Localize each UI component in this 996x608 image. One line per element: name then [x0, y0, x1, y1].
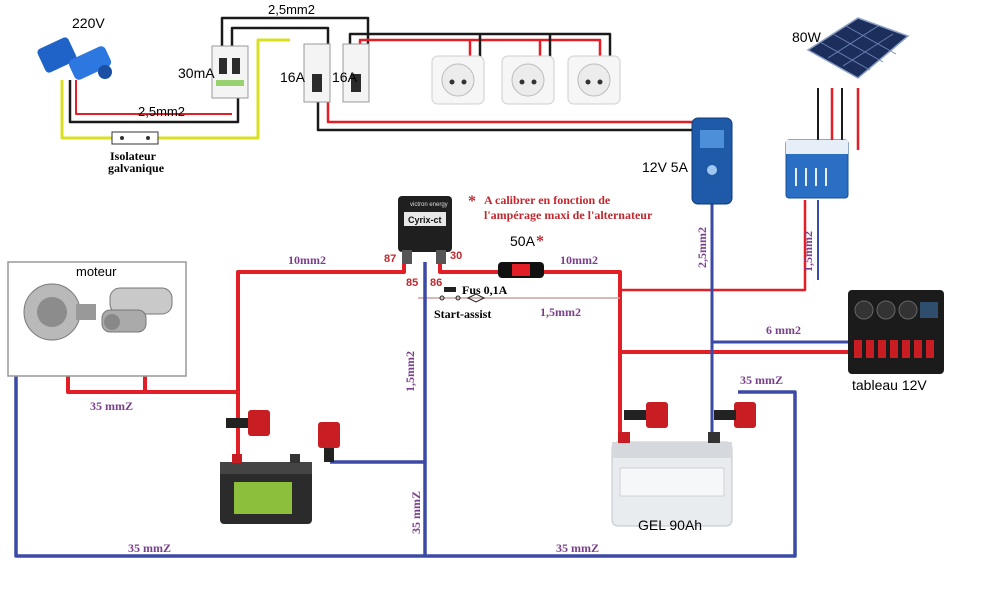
wire-label-35mmz-gel: 35 mmZ: [740, 373, 783, 387]
earth-wire: [60, 38, 290, 140]
wire-label-2-5mm2-charger: 2,5mm2: [695, 227, 709, 268]
wire-label-1-5mm2-horiz: 1,5mm2: [540, 305, 581, 319]
starter-battery: [220, 454, 312, 524]
breaker-2-label: 16A: [332, 69, 358, 85]
solar-controller: [785, 139, 849, 199]
coupler-brand: victron energy: [410, 202, 448, 208]
engine-label: moteur: [76, 264, 117, 279]
battery-switch-4: [714, 402, 756, 428]
wire-label-35mmz-bottom-left: 35 mmZ: [128, 541, 171, 555]
terminal-86: 86: [430, 277, 442, 289]
wire-label-1-5mm2-solar: 1,5mm2: [801, 231, 815, 272]
top-cable-label: 2,5mm2: [268, 2, 315, 17]
fuse-star: *: [536, 233, 544, 250]
start-assist-label: Start-assist: [434, 307, 491, 321]
rcd-breaker: [211, 45, 249, 99]
wire-solar-positive: [620, 200, 807, 292]
start-assist-switch: [439, 287, 486, 303]
charger: [691, 117, 733, 205]
alternator: [23, 283, 96, 341]
wire-label-10mm2-left: 10mm2: [288, 253, 326, 267]
breaker-1: [303, 43, 331, 103]
mains-phase-wire: [68, 80, 240, 124]
mains-cable-label: 2,5mm2: [138, 104, 185, 119]
wire-label-1-5mm2-vert: 1,5mm2: [403, 351, 417, 392]
terminal-30: 30: [450, 250, 462, 262]
coupler-cyrix: [398, 196, 452, 264]
note-star: *: [468, 193, 476, 210]
terminal-87: 87: [384, 253, 396, 265]
solar-panel-label: 80W: [792, 29, 822, 45]
gel-battery: [611, 432, 733, 527]
terminal-85: 85: [406, 277, 418, 289]
wire-fuse-gel: [540, 270, 622, 465]
wire-alternator-coupler: [66, 262, 406, 394]
breaker-2: [342, 43, 370, 103]
panel-label: tableau 12V: [852, 377, 927, 393]
outlet-2: [501, 55, 555, 105]
mains-voltage-label: 220V: [72, 15, 105, 31]
dc-negative-wiring: [14, 200, 848, 558]
wire-labels: 10mm2 10mm2 1,5mm2 1,5mm2 2,5mm2 1,5mm2 …: [90, 227, 815, 555]
fuse-50a: [498, 262, 544, 278]
gel-battery-label: GEL 90Ah: [638, 517, 702, 533]
mains-plug: [37, 37, 112, 80]
note-line-1: A calibrer en fonction de: [484, 193, 611, 207]
wire-label-10mm2-right: 10mm2: [560, 253, 598, 267]
mains-neutral-red: [75, 80, 232, 115]
breaker-1-label: 16A: [280, 69, 306, 85]
wire-label-35mmz-engine: 35 mmZ: [90, 399, 133, 413]
wire-label-35mmz-bottom-right: 35 mmZ: [556, 541, 599, 555]
wire-coupler-fuse: [438, 262, 500, 274]
wire-label-6mm2: 6 mm2: [766, 323, 801, 337]
small-fuse-label: Fus 0,1A: [462, 283, 508, 297]
galvanic-isolator: [111, 131, 159, 145]
battery-switch-1: [226, 410, 270, 436]
top-bus-black-2: [230, 26, 330, 48]
isolator-label: Isolateur: [110, 149, 157, 163]
fuse-label: 50A: [510, 233, 536, 249]
rcd-label: 30mA: [178, 65, 215, 81]
charger-label: 12V 5A: [642, 159, 689, 175]
battery-switch-3: [624, 402, 668, 428]
starter-motor: [101, 287, 173, 333]
isolator-label-2: galvanique: [108, 161, 165, 175]
outlet-3: [567, 55, 621, 105]
solar-panel: [806, 17, 910, 79]
wire-label-35mmz-mid: 35 mmZ: [409, 491, 423, 534]
note-line-2: l'ampérage maxi de l'alternateur: [484, 208, 653, 222]
wire-ground-main: [14, 330, 797, 558]
battery-switch-2: [318, 422, 340, 462]
distribution-panel: [848, 290, 944, 374]
coupler-label: Cyrix-ct: [408, 215, 442, 225]
outlet-1: [431, 55, 485, 105]
